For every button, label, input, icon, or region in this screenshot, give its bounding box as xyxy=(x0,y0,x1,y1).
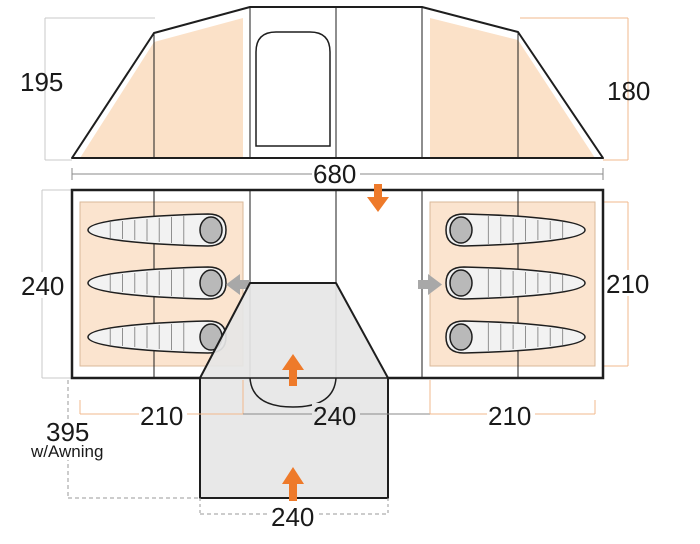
sleeping-bag xyxy=(445,320,586,354)
sleeping-bag xyxy=(445,266,586,300)
plan-view: 680 240 210 xyxy=(20,159,653,380)
side-left-panel xyxy=(80,18,243,158)
plan-right-depth-label-bg xyxy=(605,270,653,296)
awning-depth-label: 395 xyxy=(46,417,89,447)
sleeping-bag-head xyxy=(199,269,223,297)
awning-entry-arrow xyxy=(282,354,304,386)
awning xyxy=(199,282,389,501)
living-width-label: 240 xyxy=(313,401,356,431)
width-dimensions: 210 240 210 395 w/Awning 240 xyxy=(28,380,596,532)
entrance-arrow-top xyxy=(367,184,389,212)
sleeping-bag xyxy=(445,213,586,247)
side-door xyxy=(255,31,331,147)
right-bedroom-access-arrow xyxy=(418,274,442,295)
left-width-label-bg xyxy=(139,403,187,427)
awning-depth-label-bg xyxy=(28,420,112,460)
sleeping-bag xyxy=(87,213,227,247)
left-bedroom-width-label: 210 xyxy=(140,401,183,431)
awning-depth-note: w/Awning xyxy=(30,442,103,461)
side-elevation: 195 180 xyxy=(20,6,650,161)
side-right-panel xyxy=(430,18,595,158)
sleeping-bag-head xyxy=(449,323,473,351)
right-sleeping-bags xyxy=(445,213,586,354)
sleeping-bag-head xyxy=(449,216,473,244)
plan-right-depth-label: 210 xyxy=(606,269,649,299)
left-sleeping-bags xyxy=(87,213,227,354)
awning-width-label-bg xyxy=(270,504,318,528)
living-width-label-bg xyxy=(312,403,360,427)
sleeping-bag-head xyxy=(199,216,223,244)
right-width-label-bg xyxy=(487,403,535,427)
right-bedroom-width-label: 210 xyxy=(488,401,531,431)
plan-left-depth-label: 240 xyxy=(21,271,64,301)
awning-front-entry-arrow xyxy=(282,467,304,501)
plan-left-depth-label-bg xyxy=(20,272,68,298)
plan-length-label: 680 xyxy=(313,159,356,189)
awning-width-label: 240 xyxy=(271,502,314,532)
sleeping-bag xyxy=(87,266,227,300)
plan-length-label-bg xyxy=(312,162,360,184)
left-bedroom-access-arrow xyxy=(226,274,250,295)
awning-door-arc xyxy=(249,377,337,408)
side-left-height-label: 195 xyxy=(20,67,63,97)
side-right-height-label: 180 xyxy=(607,76,650,106)
sleeping-bag-head xyxy=(449,269,473,297)
